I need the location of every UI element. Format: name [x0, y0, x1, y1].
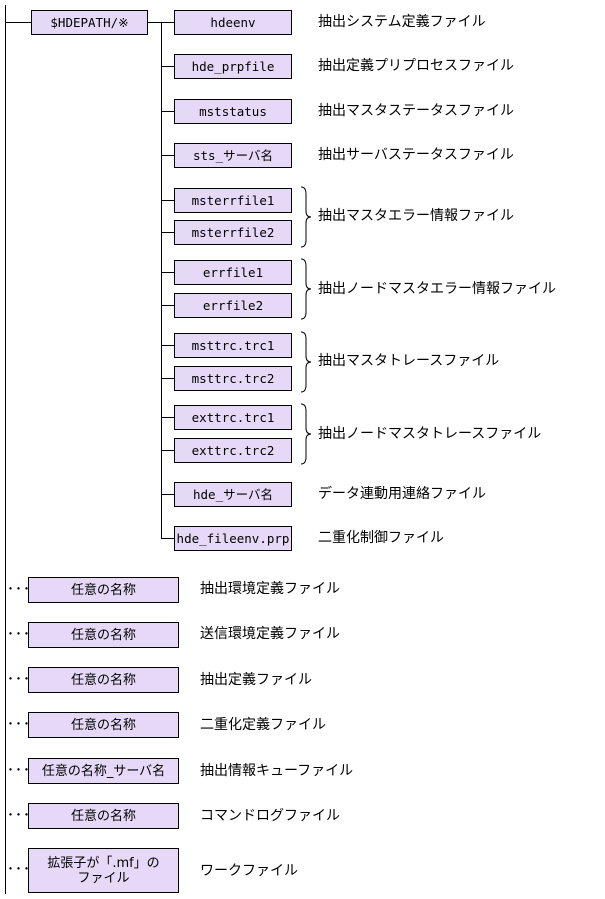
- file-box-hdeenv: hdeenv: [174, 10, 292, 35]
- group-description: 抽出ノードマスタエラー情報ファイル: [318, 281, 556, 297]
- other-file-description: 二重化定義ファイル: [200, 717, 326, 733]
- branch-connector: [161, 450, 174, 451]
- other-file-description: 送信環境定義ファイル: [200, 626, 340, 642]
- file-box-msterrfile2: msterrfile2: [174, 220, 292, 245]
- sub-trunk-line: [161, 22, 162, 539]
- branch-connector: [161, 305, 174, 306]
- group-description: 抽出マスタエラー情報ファイル: [318, 208, 514, 224]
- file-description: 抽出サーバステータスファイル: [318, 147, 514, 163]
- file-box-mststatus: mststatus: [174, 99, 292, 124]
- file-box-hde-server: hde_サーバ名: [174, 482, 292, 507]
- other-file-description: コマンドログファイル: [200, 808, 340, 824]
- file-description: 抽出マスタステータスファイル: [318, 103, 514, 119]
- root-connector: [5, 22, 31, 23]
- file-box-msttrc-trc2: msttrc.trc2: [174, 366, 292, 391]
- file-box-hde-prpfile: hde_prpfile: [174, 54, 292, 79]
- file-box-sts-server: sts_サーバ名: [174, 143, 292, 168]
- group-brace: [300, 403, 312, 465]
- file-description: データ連動用連絡ファイル: [318, 486, 486, 502]
- file-description: 抽出定義プリプロセスファイル: [318, 58, 514, 74]
- ellipsis-connector: ･･･: [7, 672, 31, 688]
- other-file-description: 抽出情報キューファイル: [200, 763, 354, 779]
- main-trunk-line: [5, 5, 6, 894]
- file-box-msttrc-trc1: msttrc.trc1: [174, 333, 292, 358]
- branch-connector: [161, 111, 174, 112]
- file-box-errfile2: errfile2: [174, 293, 292, 318]
- other-file-box: 拡張子が「.mf」の ファイル: [28, 848, 179, 893]
- group-brace: [300, 331, 312, 393]
- group-brace: [300, 186, 312, 248]
- ellipsis-connector: ･･･: [7, 862, 31, 878]
- ellipsis-connector: ･･･: [7, 582, 31, 598]
- other-file-box: 任意の名称: [28, 622, 179, 648]
- other-file-description: ワークファイル: [200, 863, 298, 879]
- other-file-description: 抽出環境定義ファイル: [200, 581, 340, 597]
- branch-connector: [161, 200, 174, 201]
- branch-connector: [161, 538, 174, 539]
- branch-connector: [161, 66, 174, 67]
- file-description: 二重化制御ファイル: [318, 530, 444, 546]
- file-box-exttrc-trc2: exttrc.trc2: [174, 438, 292, 463]
- other-file-box: 任意の名称_サーバ名: [28, 758, 179, 784]
- file-box-errfile1: errfile1: [174, 260, 292, 285]
- branch-connector: [161, 494, 174, 495]
- group-brace: [300, 258, 312, 320]
- other-file-box: 任意の名称: [28, 712, 179, 738]
- other-file-description: 抽出定義ファイル: [200, 672, 312, 688]
- branch-connector: [161, 155, 174, 156]
- file-box-exttrc-trc1: exttrc.trc1: [174, 405, 292, 430]
- branch-connector: [161, 417, 174, 418]
- file-description: 抽出システム定義ファイル: [318, 14, 486, 30]
- file-box-msterrfile1: msterrfile1: [174, 188, 292, 213]
- branch-connector: [161, 272, 174, 273]
- group-description: 抽出ノードマスタトレースファイル: [318, 426, 542, 442]
- other-file-box: 任意の名称: [28, 803, 179, 829]
- root-directory-box: $HDEPATH/※: [31, 10, 148, 35]
- branch-connector: [161, 345, 174, 346]
- ellipsis-connector: ･･･: [7, 808, 31, 824]
- other-file-box: 任意の名称: [28, 577, 179, 603]
- branch-connector: [161, 378, 174, 379]
- file-box-hde-fileenv: hde_fileenv.prp: [174, 526, 292, 551]
- ellipsis-connector: ･･･: [7, 717, 31, 733]
- other-file-box: 任意の名称: [28, 667, 179, 693]
- group-description: 抽出マスタトレースファイル: [318, 353, 500, 369]
- branch-connector: [161, 232, 174, 233]
- ellipsis-connector: ･･･: [7, 627, 31, 643]
- ellipsis-connector: ･･･: [7, 763, 31, 779]
